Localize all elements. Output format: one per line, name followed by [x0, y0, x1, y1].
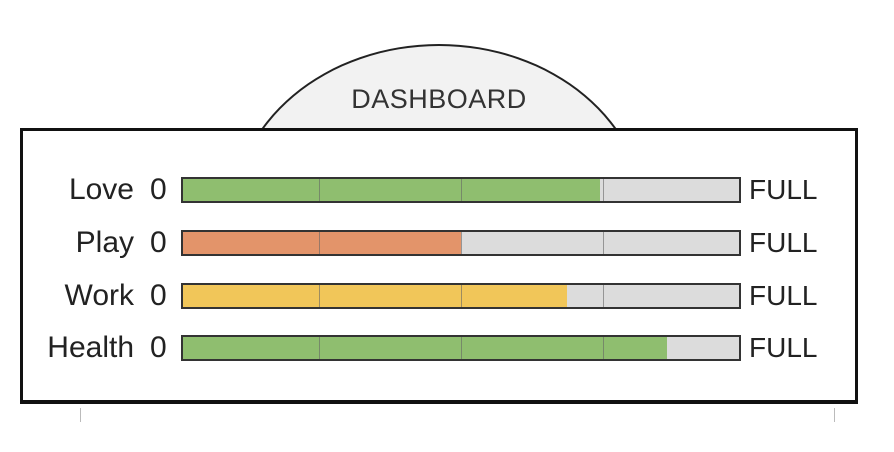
- panel-leg-tick: [80, 408, 81, 422]
- dashboard-title: DASHBOARD: [351, 84, 527, 114]
- panel-leg-tick: [834, 408, 835, 422]
- meter-max-label: FULL: [749, 227, 818, 258]
- meter-min-label: 0: [150, 331, 167, 364]
- meter-min-label: 0: [150, 279, 167, 312]
- meter-segment-divider: [602, 337, 604, 359]
- meter-fill: [183, 232, 461, 254]
- meter-fill: [183, 285, 567, 307]
- meter-segment-divider: [461, 232, 462, 254]
- meter-label: Work: [64, 279, 134, 312]
- meter-segment-divider: [461, 285, 462, 307]
- meter-fill: [183, 179, 600, 201]
- meter-label: Love: [68, 173, 134, 206]
- meter-row-health: Health 0 FULL: [0, 331, 894, 365]
- meter-row-work: Work 0 FULL: [0, 279, 894, 313]
- meter-min-label: 0: [150, 226, 167, 259]
- meter-segment-divider: [319, 285, 321, 307]
- meter-label: Play: [75, 226, 134, 259]
- meter-segment-divider: [319, 337, 321, 359]
- meter-label: Health: [47, 331, 134, 364]
- meter-bar: [181, 335, 741, 361]
- meter-segment-divider: [461, 337, 462, 359]
- meter-segment-divider: [319, 232, 321, 254]
- meter-max-label: FULL: [749, 280, 818, 311]
- meter-bar: [181, 230, 741, 256]
- meter-max-label: FULL: [749, 174, 818, 205]
- meter-bar: [181, 177, 741, 203]
- meter-segment-divider: [602, 285, 604, 307]
- meter-min-label: 0: [150, 173, 167, 206]
- meter-segment-divider: [602, 232, 604, 254]
- meter-segment-divider: [319, 179, 321, 201]
- meter-bar: [181, 283, 741, 309]
- meter-segment-divider: [602, 179, 604, 201]
- meter-row-play: Play 0 FULL: [0, 226, 894, 260]
- meter-max-label: FULL: [749, 332, 818, 363]
- meter-segment-divider: [461, 179, 462, 201]
- meter-fill: [183, 337, 667, 359]
- meter-row-love: Love 0 FULL: [0, 173, 894, 207]
